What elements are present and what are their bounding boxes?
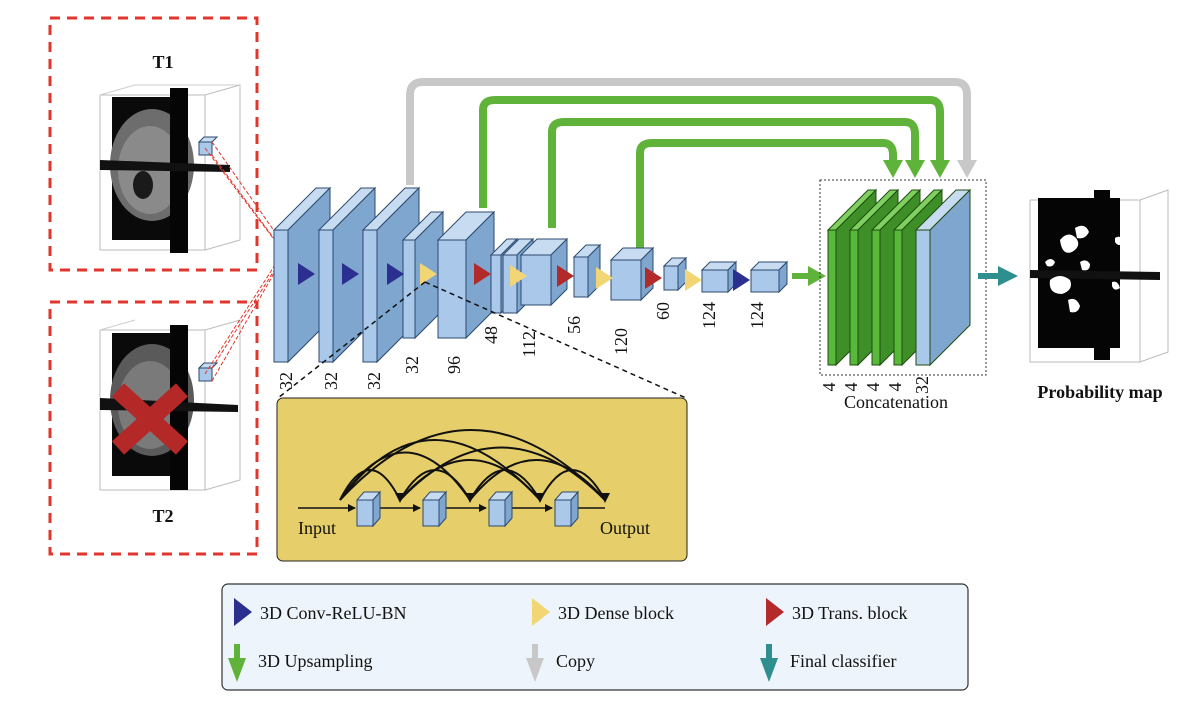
transition-block-icon xyxy=(557,265,574,287)
probability-map-label: Probability map xyxy=(1037,382,1162,402)
upsample-connection-2 xyxy=(548,118,919,228)
dense-block-icon xyxy=(420,263,437,285)
channel-label: 32 xyxy=(276,372,296,390)
conv-relu-bn-icon xyxy=(298,263,315,285)
legend-label: 3D Dense block xyxy=(558,603,674,623)
copy-connection xyxy=(406,78,971,185)
transition-block-icon xyxy=(645,267,662,289)
concatenation-label: Concatenation xyxy=(844,392,948,412)
dense-block-detail: Input Output xyxy=(276,281,688,562)
channel-label: 32 xyxy=(402,356,422,374)
dense-output-label: Output xyxy=(600,518,650,538)
concat-channel-label: 4 xyxy=(841,383,861,392)
upsampling-arrow xyxy=(792,266,826,286)
legend-item-copy: Copy xyxy=(526,644,595,682)
upsample-connection-1 xyxy=(479,96,944,208)
encoder-blocks xyxy=(272,186,789,364)
t2-label: T2 xyxy=(152,506,173,526)
legend: 3D Conv-ReLU-BN 3D Dense block 3D Trans.… xyxy=(221,583,969,691)
feature-map-block xyxy=(609,246,655,302)
channel-labels: 32 32 32 32 96 48 112 56 120 60 124 124 xyxy=(276,302,767,390)
legend-item-trans: 3D Trans. block xyxy=(766,598,908,626)
concat-channel-label: 4 xyxy=(863,383,883,392)
triangle-right-icon xyxy=(766,598,784,626)
channel-label: 32 xyxy=(364,372,384,390)
concat-channel-label: 32 xyxy=(912,376,932,394)
conv-relu-bn-icon xyxy=(387,263,404,285)
triangle-right-icon xyxy=(532,598,550,626)
channel-label: 56 xyxy=(564,316,584,334)
channel-label: 112 xyxy=(519,331,539,357)
probability-map-volume: Probability map xyxy=(1029,189,1169,402)
upsample-connection-3 xyxy=(636,139,897,248)
triangle-right-icon xyxy=(234,598,252,626)
conv-relu-bn-icon xyxy=(342,263,359,285)
concatenation-block: 4 4 4 4 32 Concatenation xyxy=(819,179,987,412)
missing-modality-cross-icon xyxy=(111,383,189,455)
feature-map-block xyxy=(572,243,602,299)
feature-map-block xyxy=(700,260,738,294)
conv-relu-bn-icon xyxy=(733,269,750,291)
concat-channel-label: 4 xyxy=(885,383,905,392)
t2-panel: T2 xyxy=(48,300,259,556)
concat-feature-map xyxy=(914,188,972,367)
dense-layer-cube xyxy=(553,490,580,528)
legend-label: 3D Conv-ReLU-BN xyxy=(260,603,407,623)
channel-label: 60 xyxy=(653,302,673,320)
segmentation-mask xyxy=(1045,225,1123,313)
arrow-down-icon xyxy=(760,644,778,682)
skip-connections xyxy=(406,78,977,248)
legend-label: Copy xyxy=(556,651,595,671)
dense-block-icon xyxy=(685,269,702,291)
channel-label: 48 xyxy=(481,326,501,344)
t1-mri-volume xyxy=(99,84,241,253)
dense-layers xyxy=(355,490,580,528)
t1-label: T1 xyxy=(152,52,173,72)
legend-item-conv: 3D Conv-ReLU-BN xyxy=(234,598,407,626)
dense-block-icon xyxy=(510,265,527,287)
dense-block-icon xyxy=(596,267,613,289)
concat-channel-label: 4 xyxy=(819,383,839,392)
copy-arrowhead xyxy=(957,160,977,178)
dense-layer-cube xyxy=(421,490,448,528)
arrow-down-icon xyxy=(228,644,246,682)
dense-connections xyxy=(339,429,606,501)
dense-layer-cube xyxy=(487,490,514,528)
legend-item-classifier: Final classifier xyxy=(760,644,896,682)
channel-label: 120 xyxy=(611,328,631,355)
arrow-down-icon xyxy=(526,644,544,682)
legend-label: 3D Upsampling xyxy=(258,651,373,671)
channel-label: 96 xyxy=(444,356,464,374)
feature-map-block xyxy=(749,260,789,294)
dense-input-label: Input xyxy=(298,518,336,538)
transition-block-icon xyxy=(474,263,491,285)
channel-label: 32 xyxy=(321,372,341,390)
legend-label: 3D Trans. block xyxy=(792,603,908,623)
final-classifier-arrow xyxy=(978,266,1018,286)
dense-layer-cube xyxy=(355,490,382,528)
legend-item-upsampling: 3D Upsampling xyxy=(228,644,373,682)
legend-item-dense: 3D Dense block xyxy=(532,598,674,626)
t1-panel: T1 xyxy=(48,16,259,272)
channel-label: 124 xyxy=(747,302,767,329)
legend-label: Final classifier xyxy=(790,651,896,671)
feature-map-block xyxy=(662,256,688,292)
channel-label: 124 xyxy=(699,302,719,329)
